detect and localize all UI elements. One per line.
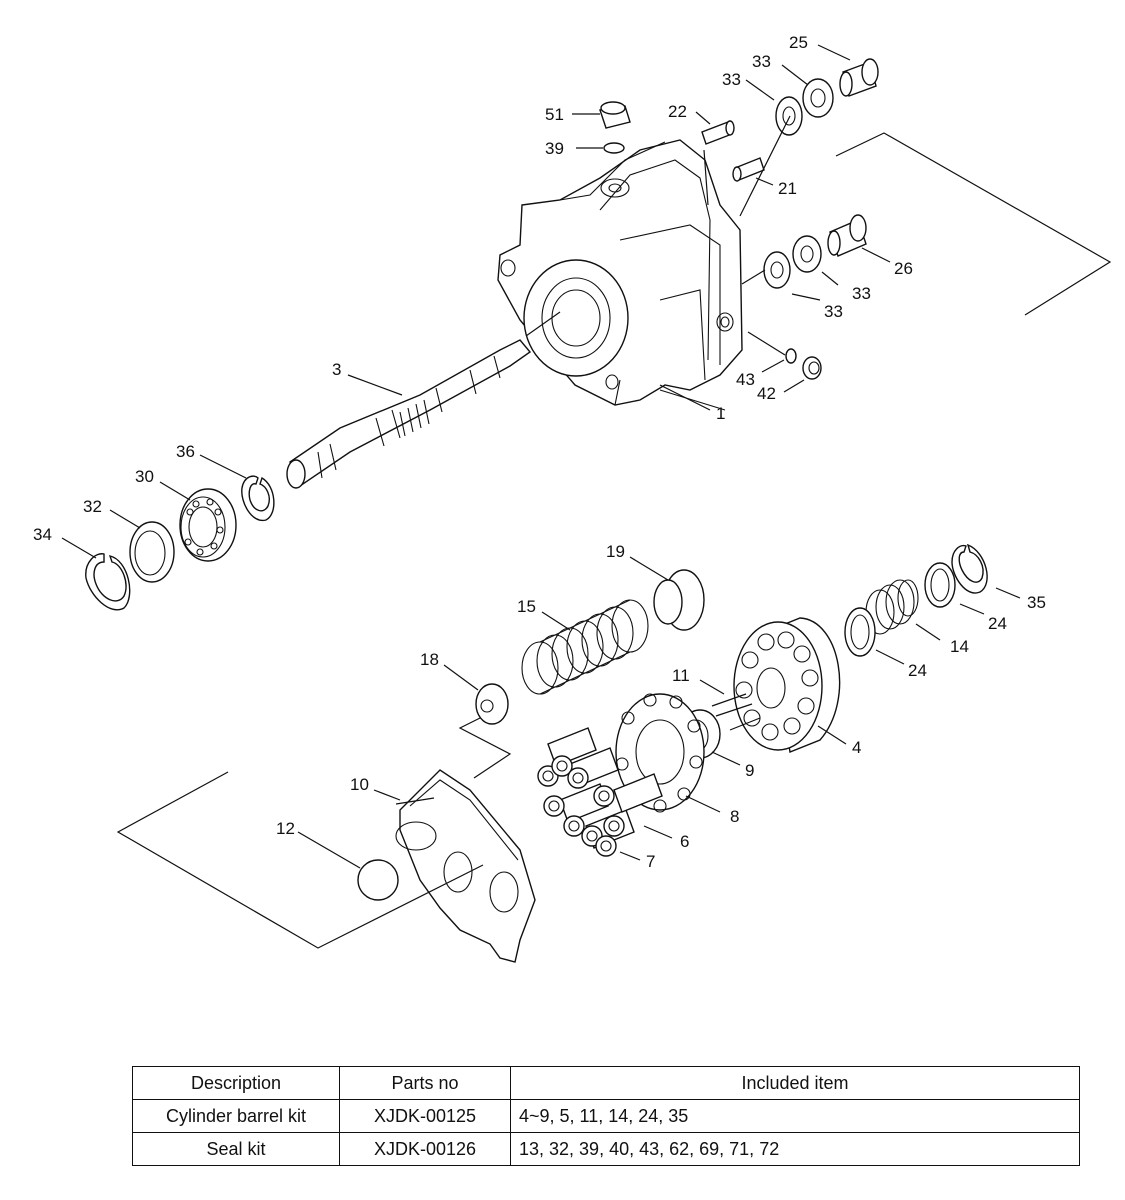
bracket-line-lower — [116, 771, 484, 949]
callout-3: 3 — [332, 360, 341, 379]
table-row: Seal kit XJDK-00126 13, 32, 39, 40, 43, … — [132, 1132, 1080, 1166]
callout-33: 33 — [824, 302, 843, 321]
bushing-25 — [839, 58, 879, 97]
plug-42 — [802, 356, 822, 380]
washer-24b — [924, 562, 956, 608]
cell-description: Cylinder barrel kit — [132, 1099, 340, 1133]
callout-51: 51 — [545, 105, 564, 124]
header-parts-no: Parts no — [339, 1066, 511, 1100]
callout-18: 18 — [420, 650, 439, 669]
callout-19: 19 — [606, 542, 625, 561]
callout-32: 32 — [83, 497, 102, 516]
kit-table: Description Parts no Included item Cylin… — [132, 1066, 1080, 1166]
cell-parts-no: XJDK-00125 — [339, 1099, 511, 1133]
callout-42: 42 — [757, 384, 776, 403]
pin-21 — [732, 157, 765, 182]
header-description: Description — [132, 1066, 340, 1100]
callout-6: 6 — [680, 832, 689, 851]
callout-25: 25 — [789, 33, 808, 52]
callout-24: 24 — [988, 614, 1007, 633]
pump-housing — [497, 139, 743, 411]
callout-10: 10 — [350, 775, 369, 794]
callout-8: 8 — [730, 807, 739, 826]
callout-35: 35 — [1027, 593, 1046, 612]
callout-33: 33 — [722, 70, 741, 89]
snap-ring-35 — [951, 543, 988, 594]
table-row: Cylinder barrel kit XJDK-00125 4~9, 5, 1… — [132, 1099, 1080, 1133]
callout-43: 43 — [736, 370, 755, 389]
callout-34: 34 — [33, 525, 52, 544]
cell-included-item: 13, 32, 39, 40, 43, 62, 69, 71, 72 — [510, 1132, 1080, 1166]
callout-39: 39 — [545, 139, 564, 158]
spring-seat-19 — [653, 569, 705, 631]
header-included-item: Included item — [510, 1066, 1080, 1100]
plug-51 — [599, 101, 631, 129]
callout-4: 4 — [852, 738, 861, 757]
callout-24: 24 — [908, 661, 927, 680]
callout-7: 7 — [646, 852, 655, 871]
o-ring-39 — [603, 142, 625, 154]
bracket-line-upper — [835, 132, 1112, 316]
callout-21: 21 — [778, 179, 797, 198]
bushing-26 — [827, 214, 867, 257]
callout-33: 33 — [752, 52, 771, 71]
callout-15: 15 — [517, 597, 536, 616]
callout-11: 11 — [672, 666, 690, 685]
cell-included-item: 4~9, 5, 11, 14, 24, 35 — [510, 1099, 1080, 1133]
leader-lines — [61, 44, 1021, 869]
bearing-30 — [179, 488, 237, 562]
cell-parts-no: XJDK-00126 — [339, 1132, 511, 1166]
callout-26: 26 — [894, 259, 913, 278]
pin-22 — [701, 120, 735, 145]
washer-33d — [792, 235, 822, 273]
table-header-row: Description Parts no Included item — [132, 1066, 1080, 1100]
exploded-parts-diagram: 25 33 33 51 22 39 21 26 33 33 43 42 1 3 … — [33, 33, 1112, 963]
callout-14: 14 — [950, 637, 969, 656]
washer-33a — [775, 96, 803, 136]
callout-36: 36 — [176, 442, 195, 461]
valve-plate-10 — [395, 769, 536, 963]
snap-ring-34 — [85, 553, 131, 611]
piston-assembly-6-7 — [537, 727, 663, 857]
cell-description: Seal kit — [132, 1132, 340, 1166]
needles-11 — [711, 693, 761, 731]
callout-1: 1 — [716, 404, 725, 423]
callout-22: 22 — [668, 102, 687, 121]
callout-33: 33 — [852, 284, 871, 303]
callout-12: 12 — [276, 819, 295, 838]
oil-seal-32 — [129, 521, 175, 583]
cylinder-barrel-4 — [733, 617, 841, 753]
callout-9: 9 — [745, 761, 754, 780]
pivot-18 — [475, 683, 509, 725]
shaft-3 — [286, 339, 532, 489]
washer-33c — [763, 251, 791, 289]
washer-24a — [844, 607, 876, 657]
o-ring-43 — [785, 348, 797, 364]
guide-line-lower — [458, 717, 512, 779]
snap-ring-36 — [241, 475, 275, 522]
washer-33b — [802, 78, 834, 118]
callout-30: 30 — [135, 467, 154, 486]
ball-12 — [357, 859, 399, 901]
callout-labels: 25 33 33 51 22 39 21 26 33 33 43 42 1 3 … — [33, 33, 1046, 871]
spring-15 — [521, 599, 649, 695]
